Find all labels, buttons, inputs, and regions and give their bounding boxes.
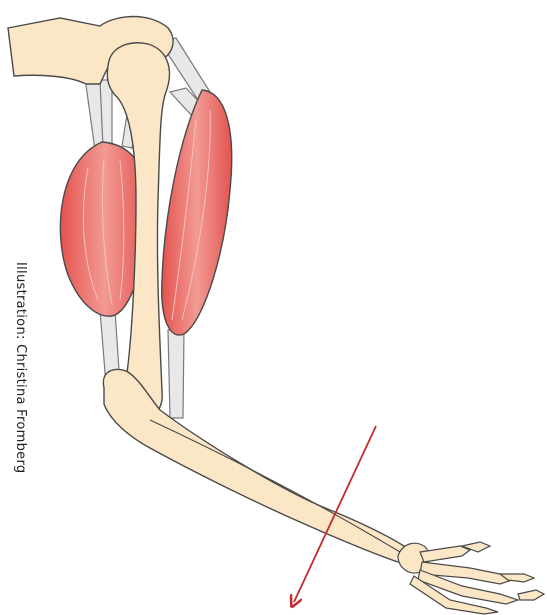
hand-bones — [398, 542, 544, 614]
triceps-muscle — [162, 90, 232, 335]
illustration-credit: Illustration: Christina Fromberg — [13, 262, 28, 473]
forearm-bones — [103, 369, 407, 562]
